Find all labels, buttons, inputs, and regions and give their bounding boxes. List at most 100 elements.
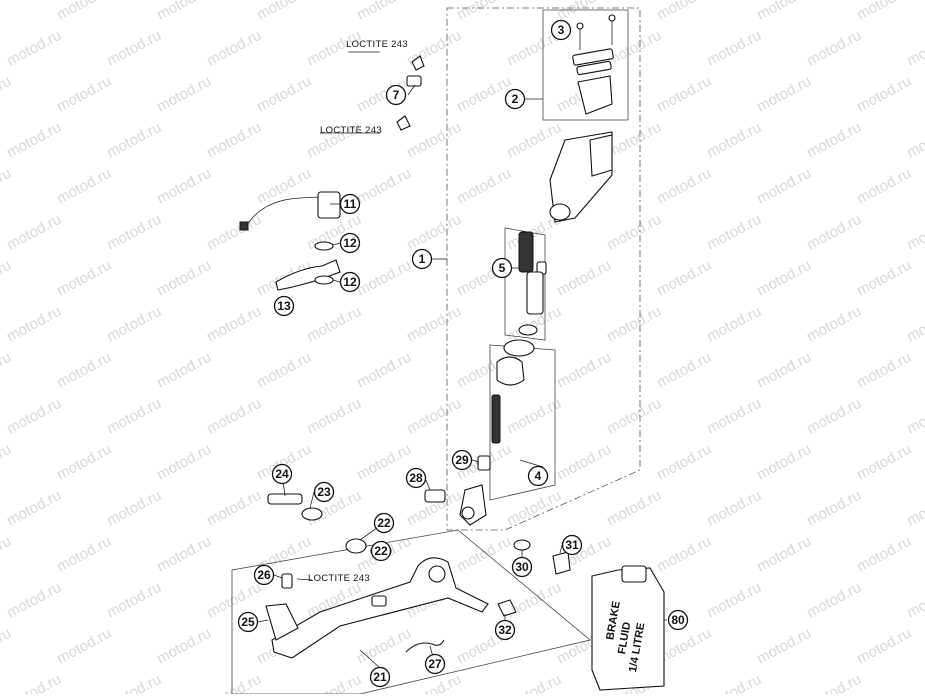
svg-text:26: 26: [257, 568, 271, 582]
callout-32: 32: [494, 619, 516, 641]
callout-31: 31: [561, 534, 583, 556]
watermark-text: motod.ru: [104, 395, 164, 438]
watermark-text: motod.ru: [854, 73, 914, 116]
svg-text:13: 13: [277, 299, 291, 313]
watermark-text: motod.ru: [904, 27, 925, 70]
watermark-text: motod.ru: [154, 165, 214, 208]
loctite-labels: LOCTITE 243 LOCTITE 243 LOCTITE 243: [308, 39, 408, 584]
svg-text:11: 11: [344, 197, 357, 211]
watermark-text: motod.ru: [404, 211, 464, 254]
watermark-text: motod.ru: [104, 211, 164, 254]
watermark-text: motod.ru: [404, 119, 464, 162]
watermark-text: motod.ru: [4, 119, 64, 162]
loctite-label: LOCTITE 243: [320, 125, 382, 136]
reservoir-cap-assembly: [572, 14, 616, 115]
watermark-text: motod.ru: [604, 487, 664, 530]
watermark-text: motod.ru: [54, 625, 114, 668]
watermark-text: motod.ru: [604, 303, 664, 346]
watermark-text: motod.ru: [54, 441, 114, 484]
watermark-text: motod.ru: [204, 671, 264, 694]
watermark-text: motod.ru: [604, 211, 664, 254]
svg-text:22: 22: [377, 516, 391, 530]
watermark-text: motod.ru: [4, 211, 64, 254]
watermark-text: motod.ru: [904, 579, 925, 622]
watermark-text: motod.ru: [704, 211, 764, 254]
brake-pedal: [265, 557, 517, 659]
watermark-text: motod.ru: [354, 257, 414, 300]
watermark-text: motod.ru: [704, 579, 764, 622]
watermark-text: motod.ru: [754, 349, 814, 392]
svg-text:27: 27: [428, 657, 442, 671]
watermark-text: motod.ru: [654, 349, 714, 392]
callout-13: 13: [273, 295, 295, 317]
callout-12-lower: 12: [339, 271, 361, 293]
watermark-text: motod.ru: [704, 671, 764, 694]
watermark-text: motod.ru: [354, 349, 414, 392]
watermark-text: motod.ru: [404, 395, 464, 438]
watermark-text: motod.ru: [104, 487, 164, 530]
watermark-text: motod.ru: [204, 395, 264, 438]
watermark-text: motod.ru: [854, 257, 914, 300]
watermark-text: motod.ru: [704, 119, 764, 162]
watermark-text: motod.ru: [304, 303, 364, 346]
watermark-text: motod.ru: [754, 625, 814, 668]
svg-text:5: 5: [499, 261, 506, 275]
watermark-text: motod.ru: [804, 27, 864, 70]
watermark-text: motod.ru: [204, 303, 264, 346]
svg-text:12: 12: [343, 236, 357, 250]
watermark-text: motod.ru: [204, 27, 264, 70]
watermark-text: motod.ru: [904, 487, 925, 530]
clevis-parts: [513, 539, 571, 575]
svg-text:22: 22: [374, 544, 388, 558]
watermark-text: motod.ru: [854, 533, 914, 576]
watermark-text: motod.ru: [104, 27, 164, 70]
watermark-text: motod.ru: [554, 441, 614, 484]
svg-text:7: 7: [393, 88, 400, 102]
watermark-text: motod.ru: [204, 487, 264, 530]
watermark-text: motod.ru: [804, 211, 864, 254]
watermark-text: motod.ru: [354, 441, 414, 484]
watermark-text: motod.ru: [554, 349, 614, 392]
watermark-text: motod.ru: [704, 27, 764, 70]
brake-light-switch: [239, 191, 341, 291]
watermark-text: motod.ru: [0, 349, 14, 392]
watermark-text: motod.ru: [854, 165, 914, 208]
watermark-text: motod.ru: [4, 395, 64, 438]
watermark-text: motod.ru: [154, 257, 214, 300]
watermark-text: motod.ru: [0, 533, 14, 576]
watermark-text: motod.ru: [204, 211, 264, 254]
watermark-text: motod.ru: [654, 533, 714, 576]
watermark-text: motod.ru: [154, 625, 214, 668]
svg-text:29: 29: [455, 453, 469, 467]
callout-7: 7: [385, 84, 407, 106]
watermark-text: motod.ru: [704, 487, 764, 530]
watermark-text: motod.ru: [804, 671, 864, 694]
svg-text:21: 21: [373, 670, 387, 684]
watermark-text: motod.ru: [0, 441, 14, 484]
callout-11: 11: [339, 193, 361, 215]
watermark-text: motod.ru: [104, 119, 164, 162]
watermark-text: motod.ru: [804, 119, 864, 162]
callout-28: 28: [405, 467, 427, 489]
watermark-text: motod.ru: [504, 579, 564, 622]
watermark-text: motod.ru: [704, 303, 764, 346]
watermark-text: motod.ru: [804, 487, 864, 530]
svg-text:28: 28: [409, 471, 423, 485]
watermark-text: motod.ru: [854, 349, 914, 392]
watermark-text: motod.ru: [904, 303, 925, 346]
watermark-text: motod.ru: [904, 671, 925, 694]
watermark-text: motod.ru: [754, 73, 814, 116]
watermark-text: motod.ru: [0, 0, 14, 24]
watermark-text: motod.ru: [504, 671, 564, 694]
callout-12: 12: [339, 232, 361, 254]
svg-text:2: 2: [512, 92, 519, 106]
watermark-text: motod.ru: [4, 487, 64, 530]
watermark-text: motod.ru: [854, 441, 914, 484]
callout-23: 23: [313, 481, 335, 503]
watermark-text: motod.ru: [0, 73, 14, 116]
callout-24: 24: [271, 463, 293, 485]
watermark-text: motod.ru: [404, 303, 464, 346]
watermark-text: motod.ru: [54, 349, 114, 392]
master-cylinder-body: [549, 131, 613, 223]
